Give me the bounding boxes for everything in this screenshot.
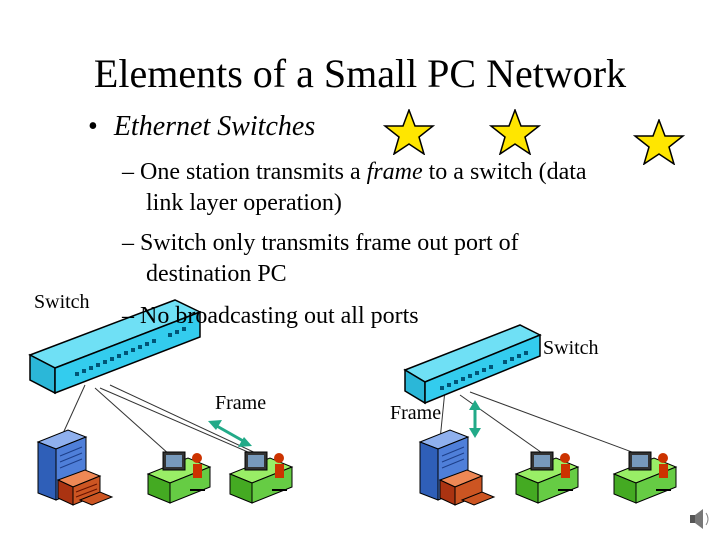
- workstation-icon: [228, 451, 294, 504]
- workstation-icon: [514, 451, 580, 504]
- sub-item-text: Switch only transmits frame out port of: [140, 230, 519, 256]
- cables-left: [59, 384, 261, 456]
- frame-label-right: Frame: [390, 402, 442, 424]
- bullet-text: Ethernet Switches: [113, 111, 316, 142]
- sub-item-1-continuation: link layer operation): [146, 190, 342, 216]
- bullet-dot: •: [88, 111, 98, 142]
- sub-item-2: – Switch only transmits frame out port o…: [122, 229, 519, 258]
- workstation-icon: [612, 451, 678, 504]
- sub-item-2-continuation: destination PC: [146, 261, 287, 287]
- star-icon: [489, 109, 541, 155]
- switch-icon: [28, 299, 202, 395]
- workstation-icon: [146, 451, 212, 504]
- sub-item-emphasis: frame: [366, 159, 423, 185]
- sub-item-dash: –: [122, 303, 134, 329]
- sub-item-1: – One station transmits a frame to a swi…: [122, 158, 587, 187]
- sub-item-3: – No broadcasting out all ports: [122, 302, 419, 331]
- star-icon: [633, 119, 685, 165]
- frame-arrow-left: [208, 420, 252, 447]
- star-icon: [383, 109, 435, 155]
- sub-item-dash: –: [122, 230, 134, 256]
- switch-label-left: Switch: [34, 291, 90, 313]
- printer-icon: [56, 469, 114, 506]
- frame-arrow-right: [469, 400, 481, 438]
- cables-right: [439, 389, 641, 456]
- sub-item-text: to a switch (data: [422, 159, 587, 185]
- speaker-icon: [690, 509, 709, 529]
- switch-label-right: Switch: [543, 337, 599, 359]
- bullet-ethernet-switches: • Ethernet Switches: [88, 111, 315, 143]
- sub-item-text: No broadcasting out all ports: [140, 303, 419, 329]
- sub-item-dash: –: [122, 159, 134, 185]
- printer-icon: [438, 469, 496, 506]
- sub-item-text: One station transmits a: [140, 159, 367, 185]
- slide-title: Elements of a Small PC Network: [93, 51, 627, 96]
- frame-label-left: Frame: [215, 392, 267, 414]
- switch-icon: [403, 324, 542, 405]
